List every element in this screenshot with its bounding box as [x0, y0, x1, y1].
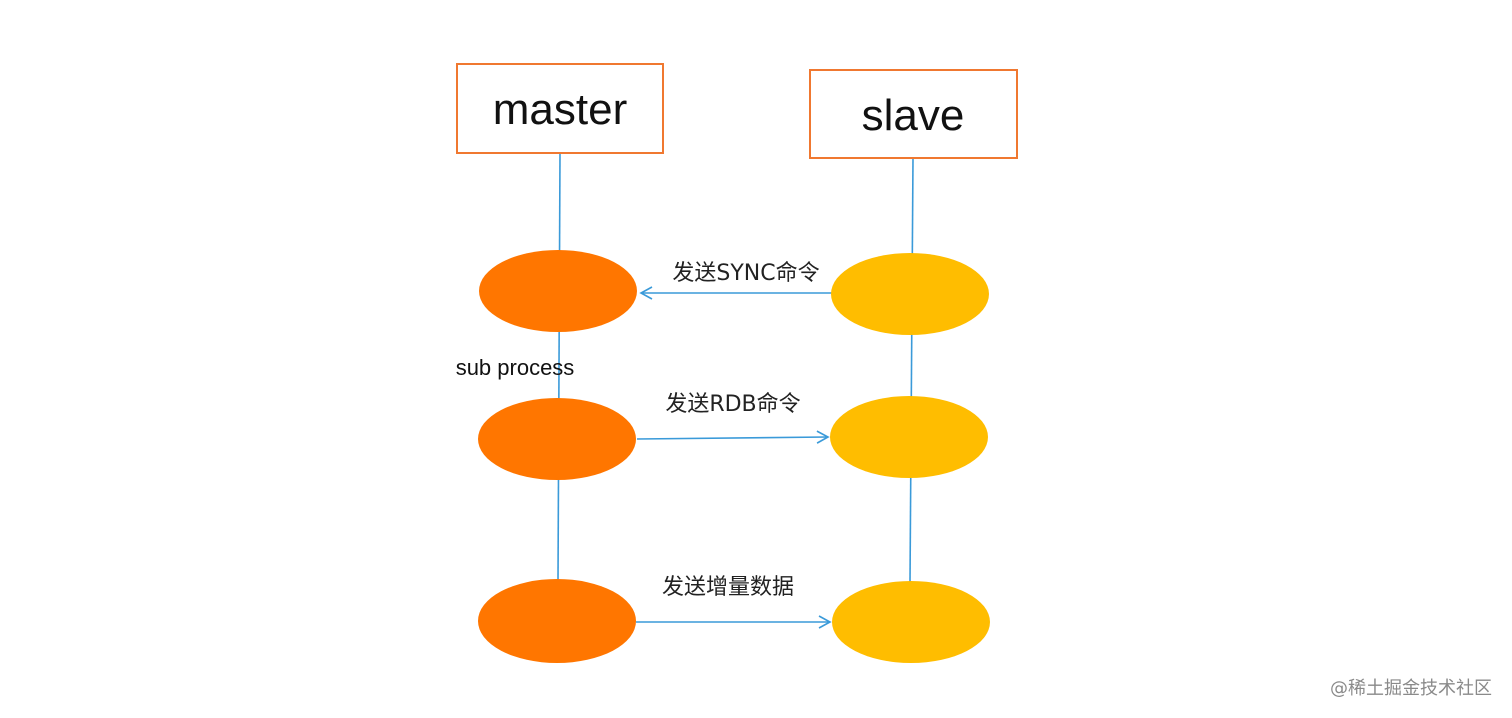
slave-node-sync [831, 253, 989, 335]
watermark: @稀土掘金技术社区 [1330, 678, 1492, 699]
master-node-rdb [478, 398, 636, 480]
master-lifeline [557, 152, 561, 583]
message-label-incremental: 发送增量数据 [662, 575, 794, 600]
message-label-sync: 发送SYNC命令 [672, 261, 819, 286]
sub-process-label: sub process [456, 355, 575, 380]
message-label-rdb: 发送RDB命令 [665, 392, 800, 417]
master-box: master [456, 63, 664, 154]
master-label: master [493, 85, 627, 134]
slave-label: slave [862, 91, 965, 140]
master-node-sync [479, 250, 637, 332]
rdb-arrow [636, 430, 830, 444]
slave-node-rdb [830, 396, 988, 478]
slave-node-incremental [832, 581, 990, 663]
master-node-incremental [478, 579, 636, 663]
slave-box: slave [809, 69, 1018, 159]
slave-lifeline [909, 157, 914, 583]
